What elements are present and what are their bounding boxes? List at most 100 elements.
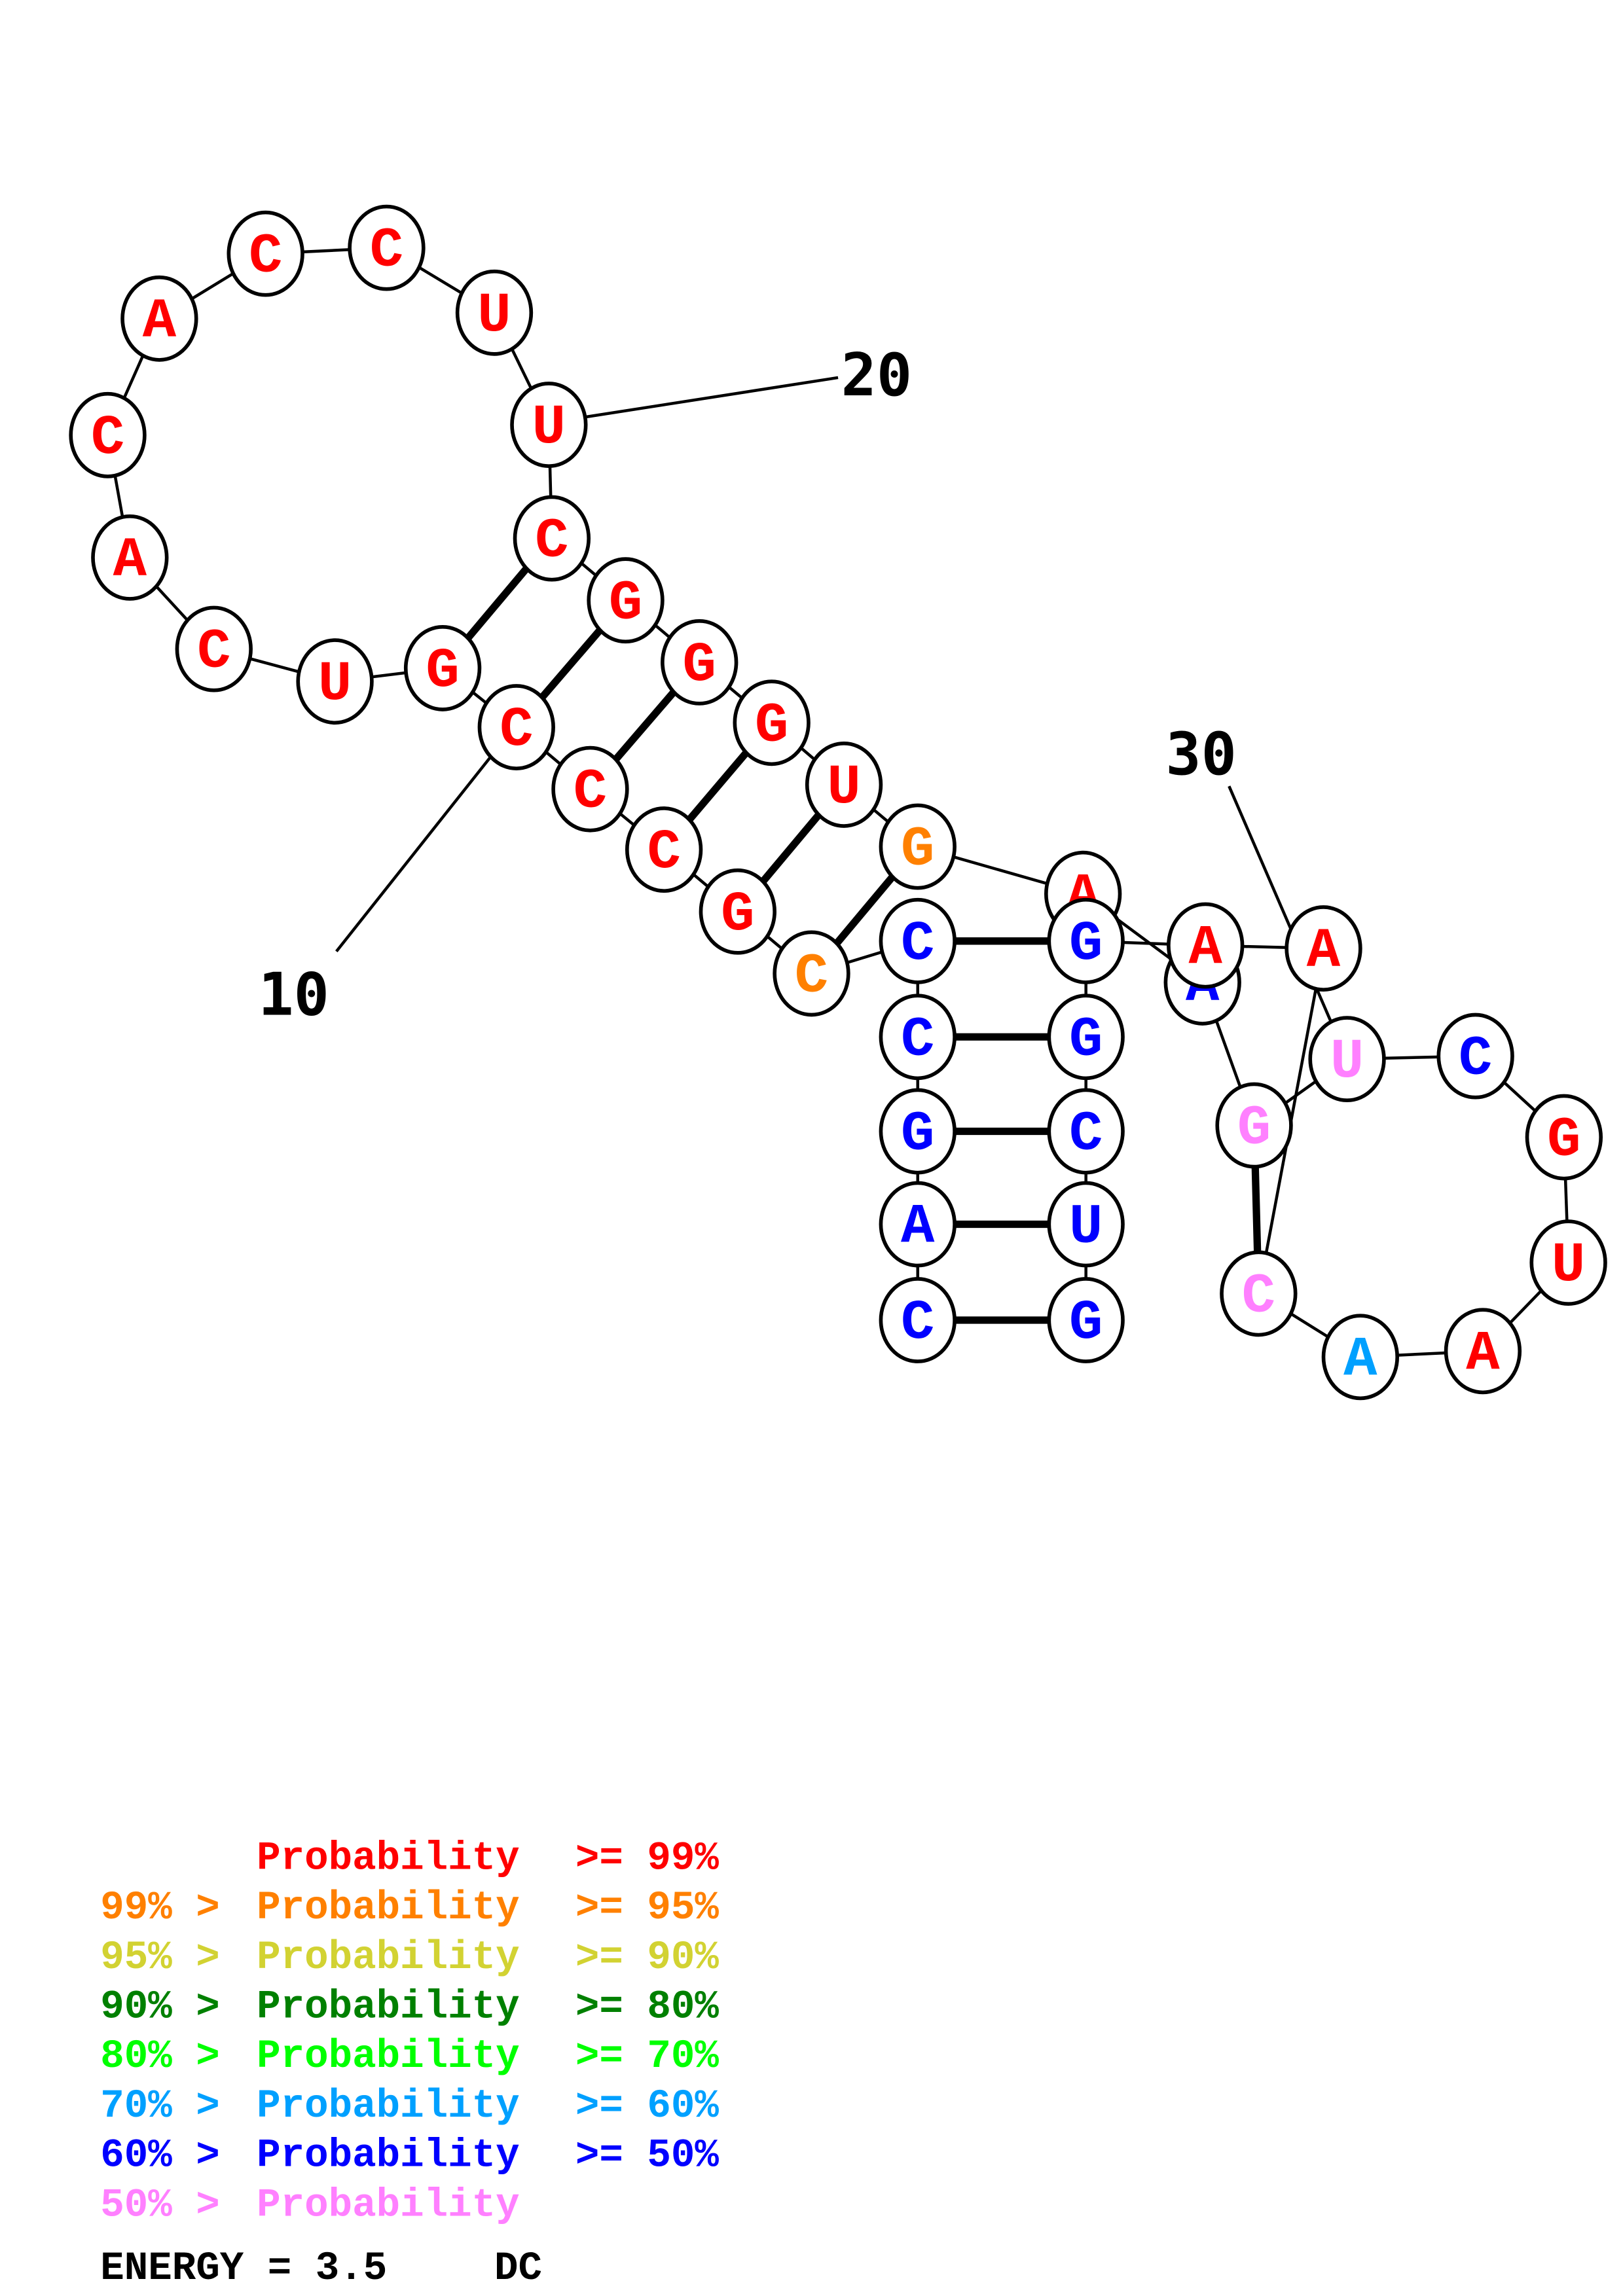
- nucleotide-circle: [1444, 1308, 1522, 1395]
- nucleotide-circle: [69, 391, 147, 478]
- legend-suffix: >= 80%: [575, 1985, 720, 2030]
- nucleotide-14: A: [91, 514, 169, 601]
- nucleotide-base: U: [477, 284, 511, 348]
- nucleotide-circle: [1215, 1082, 1293, 1169]
- nucleotide-circle: [879, 803, 957, 890]
- nucleotide-20: U: [510, 382, 588, 468]
- nucleotide-circle: [91, 514, 169, 601]
- nucleotide-base: C: [901, 912, 934, 976]
- nucleotide-base: G: [755, 694, 788, 757]
- legend-prefix: 60% >: [100, 2134, 220, 2179]
- nucleotide-base: C: [1459, 1028, 1492, 1091]
- nucleotide-26: G: [879, 803, 957, 890]
- nucleotide-circle: [879, 1277, 957, 1363]
- nucleotide-circle: [805, 742, 883, 828]
- legend-label: Probability: [257, 1985, 520, 2030]
- legend-prefix: 80% >: [100, 2034, 220, 2079]
- legend-label: Probability: [257, 2034, 520, 2079]
- legend-row: 80% >Probability>= 70%: [100, 2034, 719, 2079]
- nucleotide-circle: [477, 684, 555, 770]
- legend-label: Probability: [257, 2183, 520, 2228]
- nucleotide-9: C: [551, 745, 629, 833]
- position-label-30: 30: [1165, 720, 1237, 789]
- nucleotide-24: G: [733, 679, 811, 766]
- nucleotide-circle: [773, 930, 850, 1017]
- legend-suffix: >= 99%: [575, 1836, 720, 1881]
- nucleotide-43: G: [1047, 1277, 1125, 1363]
- nucleotide-11: G: [403, 624, 482, 711]
- nucleotide-circle: [587, 557, 665, 644]
- legend-prefix: 70% >: [100, 2084, 220, 2129]
- nucleotide-18: C: [348, 204, 426, 291]
- nucleotide-base: G: [901, 818, 934, 882]
- nucleotide-41: C: [1047, 1088, 1125, 1175]
- nucleotide-6: C: [773, 930, 850, 1017]
- nucleotide-40: G: [1047, 994, 1125, 1081]
- label-30-leader: [1228, 785, 1349, 1060]
- nucleotide-39: G: [1047, 897, 1125, 984]
- nucleotide-circle: [175, 605, 253, 692]
- nucleotide-base: C: [574, 761, 607, 824]
- nucleotide-25: U: [805, 742, 883, 828]
- legend-suffix: >= 60%: [575, 2084, 720, 2129]
- legend-row: 50% >Probability: [100, 2183, 519, 2228]
- nucleotide-base: G: [1069, 912, 1103, 976]
- nucleotide-29: G: [1215, 1082, 1293, 1169]
- base-pair-lines: [439, 535, 1262, 1324]
- nucleotide-21: C: [513, 495, 591, 582]
- nucleotide-15: C: [69, 391, 147, 478]
- position-labels: 10 20 30: [258, 341, 1349, 1060]
- nucleotide-42: U: [1047, 1181, 1125, 1268]
- nucleotides: CAGCCCGCCCGUCACACCUUCGGGUGAAGUCGUAACAAGG…: [69, 204, 1607, 1401]
- nucleotide-base: A: [143, 290, 177, 353]
- nucleotide-base: G: [1069, 1291, 1103, 1355]
- nucleotide-base: A: [1307, 920, 1341, 983]
- nucleotide-circle: [348, 204, 426, 291]
- nucleotide-circle: [1047, 1181, 1125, 1268]
- nucleotide-base: A: [1466, 1322, 1500, 1386]
- nucleotide-circle: [661, 619, 739, 706]
- nucleotide-circle: [625, 806, 703, 893]
- nucleotide-base: A: [1189, 917, 1223, 980]
- legend-label: Probability: [257, 1886, 520, 1931]
- nucleotide-base: C: [197, 620, 230, 684]
- nucleotide-32: G: [1525, 1094, 1603, 1181]
- legend-row: 60% >Probability>= 50%: [100, 2134, 719, 2179]
- nucleotide-circle: [510, 382, 588, 468]
- nucleotide-base: U: [318, 653, 352, 716]
- legend-suffix: >= 50%: [575, 2134, 720, 2179]
- nucleotide-base: G: [426, 639, 459, 703]
- nucleotide-base: U: [827, 756, 860, 819]
- legend-prefix: 95% >: [100, 1935, 220, 1981]
- nucleotide-base: G: [901, 1103, 934, 1166]
- nucleotide-circle: [296, 638, 374, 725]
- nucleotide-base: U: [1330, 1030, 1364, 1094]
- nucleotide-base: C: [370, 219, 403, 283]
- nucleotide-circle: [879, 1088, 957, 1175]
- legend-row: 95% >Probability>= 90%: [100, 1935, 719, 1981]
- nucleotide-base: C: [535, 510, 568, 573]
- nucleotide-base: G: [1069, 1008, 1103, 1071]
- nucleotide-37: A: [1285, 905, 1362, 992]
- nucleotide-circle: [1047, 1277, 1125, 1363]
- nucleotide-base: C: [901, 1008, 934, 1071]
- legend-row: 70% > Probability >= 60%: [100, 2084, 719, 2129]
- nucleotide-circle: [879, 897, 957, 984]
- nucleotide-base: C: [795, 944, 828, 1008]
- legend-prefix: 99% >: [100, 1886, 220, 1931]
- nucleotide-36: C: [1220, 1250, 1298, 1337]
- nucleotide-17: C: [227, 210, 304, 297]
- nucleotide-circle: [699, 868, 776, 955]
- nucleotide-10: C: [477, 684, 555, 770]
- position-label-20: 20: [841, 341, 913, 410]
- nucleotide-base: A: [113, 529, 147, 592]
- nucleotide-base: U: [1069, 1196, 1103, 1259]
- legend-label: Probability: [257, 2084, 520, 2129]
- nucleotide-3: G: [879, 1088, 957, 1175]
- nucleotide-34: A: [1444, 1308, 1522, 1395]
- label-20-leader: [582, 376, 839, 420]
- nucleotide-33: U: [1529, 1219, 1607, 1306]
- nucleotide-base: G: [1237, 1097, 1271, 1160]
- nucleotide-circle: [551, 745, 629, 833]
